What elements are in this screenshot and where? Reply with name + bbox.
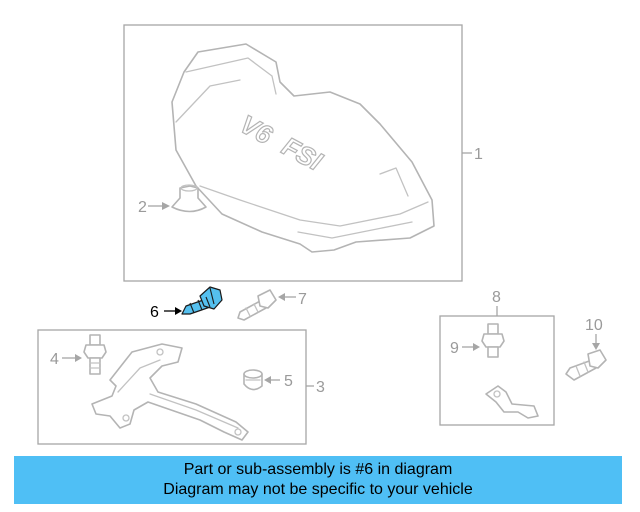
callout-5[interactable]: 5	[284, 373, 293, 390]
bracket	[91, 343, 249, 441]
callout-7[interactable]: 7	[298, 291, 307, 308]
clip	[485, 385, 539, 419]
info-line-2: Diagram may not be specific to your vehi…	[163, 481, 473, 498]
bolt-10	[565, 349, 607, 381]
callout-2[interactable]: 2	[138, 199, 147, 216]
callout-6[interactable]: 6	[150, 304, 159, 321]
info-banner: Part or sub-assembly is #6 in diagram Di…	[14, 456, 622, 504]
callout-1[interactable]: 1	[474, 146, 483, 163]
highlighted-bolt[interactable]	[181, 286, 223, 315]
callout-10[interactable]: 10	[585, 317, 603, 334]
callout-4[interactable]: 4	[50, 351, 59, 368]
callout-8[interactable]: 8	[492, 289, 501, 306]
bolt-7	[237, 289, 277, 321]
info-line-1: Part or sub-assembly is #6 in diagram	[183, 461, 453, 478]
grommet	[171, 184, 207, 213]
callout-3[interactable]: 3	[316, 379, 325, 396]
callout-9[interactable]: 9	[450, 340, 459, 357]
stud-9	[481, 323, 505, 358]
stud	[83, 334, 107, 375]
engine-cover: V6 FSI	[171, 43, 435, 253]
cap-nut	[243, 369, 263, 391]
bracket-frame	[37, 329, 307, 445]
